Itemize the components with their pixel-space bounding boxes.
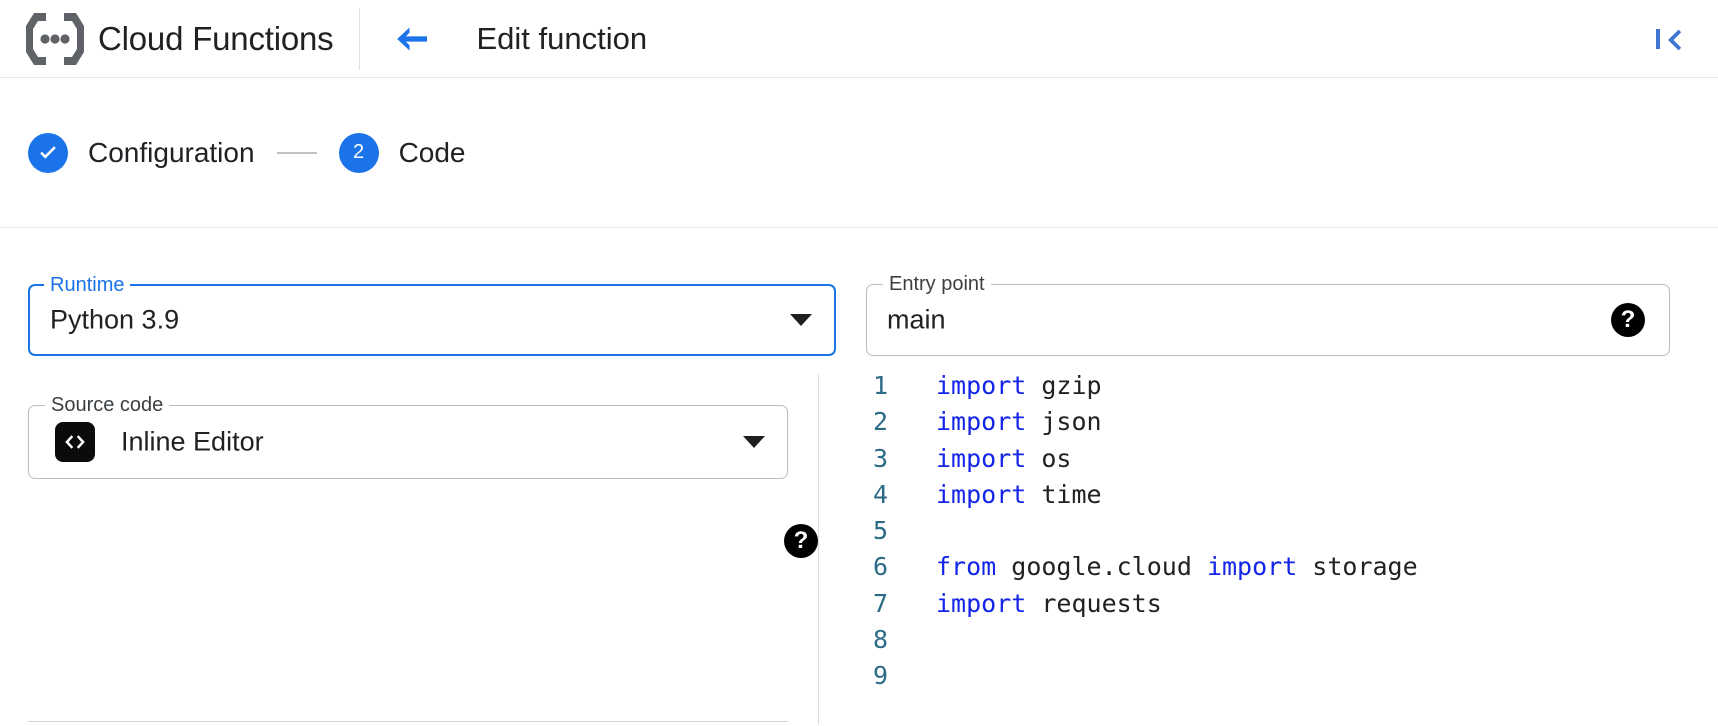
code-keyword: import <box>1206 552 1298 582</box>
line-number: 3 <box>872 443 888 473</box>
code-line: 5 <box>840 513 1718 549</box>
check-icon <box>40 145 56 159</box>
chevron-down-icon[interactable] <box>743 436 765 448</box>
code-identifier: os <box>1026 443 1072 473</box>
body-area: Runtime Python 3.9 ? Entry point main ? … <box>0 228 1718 725</box>
panel-splitter[interactable] <box>818 374 819 725</box>
header-divider <box>359 7 361 70</box>
app-header: Cloud Functions Edit function <box>0 0 1718 78</box>
code-keyword: import <box>936 371 1027 400</box>
code-line-text[interactable]: import gzip <box>936 368 1102 404</box>
code-editor[interactable]: 1 import gzip 2 import json 3 import os 4 impor… <box>840 368 1718 725</box>
code-identifier: storage <box>1297 552 1418 582</box>
line-number: 1 <box>872 371 888 400</box>
code-identifier: time <box>1026 479 1102 509</box>
line-number: 9 <box>872 661 888 691</box>
step-code-badge: 2 <box>338 132 379 173</box>
brand-block[interactable]: Cloud Functions <box>0 0 359 78</box>
code-line: 9 <box>840 658 1718 694</box>
back-button[interactable] <box>386 13 438 65</box>
code-keyword: import <box>936 443 1027 473</box>
code-line: 2 import json <box>840 404 1718 440</box>
code-line-text[interactable]: from google.cloud import storage <box>936 549 1418 585</box>
code-identifier: requests <box>1026 588 1162 618</box>
line-number: 2 <box>872 407 888 437</box>
page-title: Edit function <box>476 20 648 56</box>
code-keyword: import <box>936 588 1027 618</box>
runtime-help-icon[interactable]: ? <box>784 524 818 558</box>
entry-point-field[interactable]: Entry point main ? <box>866 273 1670 356</box>
step-code[interactable]: 2 Code <box>338 132 466 173</box>
code-line: 8 <box>840 622 1718 658</box>
arrow-left-icon <box>397 27 428 50</box>
code-line: 3 import os <box>840 441 1718 477</box>
code-line-text[interactable]: import requests <box>936 586 1162 622</box>
code-identifier: gzip <box>1026 371 1102 400</box>
code-line: 1 import gzip <box>840 368 1718 404</box>
brand-title: Cloud Functions <box>98 19 334 57</box>
code-brackets-glyph <box>65 435 85 449</box>
code-line: 6 from google.cloud import storage <box>840 549 1718 585</box>
cloud-functions-logo-icon <box>26 12 84 65</box>
line-number: 7 <box>872 588 888 618</box>
line-number: 5 <box>872 516 888 546</box>
step-configuration-badge <box>28 132 68 173</box>
code-line-text[interactable]: import json <box>936 404 1102 440</box>
step-code-label: Code <box>398 136 466 168</box>
code-line: 7 import requests <box>840 586 1718 622</box>
source-code-value: Inline Editor <box>121 426 264 457</box>
line-number: 8 <box>872 625 888 655</box>
runtime-select[interactable]: Runtime Python 3.9 <box>28 274 836 356</box>
code-line-text[interactable]: import os <box>936 441 1071 477</box>
wizard-stepper: Configuration 2 Code <box>0 78 1718 228</box>
runtime-label: Runtime <box>44 274 131 297</box>
code-keyword: import <box>936 407 1027 437</box>
code-keyword: import <box>936 479 1027 509</box>
code-identifier: json <box>1026 407 1102 437</box>
code-brackets-icon <box>55 422 95 462</box>
entry-point-value[interactable]: main <box>887 304 946 335</box>
code-keyword: from <box>936 552 997 582</box>
entry-point-help-icon[interactable]: ? <box>1611 303 1645 337</box>
collapse-panel-button[interactable] <box>1642 12 1696 66</box>
line-number: 4 <box>872 479 888 509</box>
line-number: 6 <box>872 552 888 582</box>
source-code-label: Source code <box>45 394 170 417</box>
code-identifier: google.cloud <box>996 552 1207 582</box>
file-panel-divider <box>28 721 788 722</box>
code-line-text[interactable]: import time <box>936 477 1102 513</box>
runtime-value: Python 3.9 <box>50 304 180 335</box>
source-code-select[interactable]: Source code Inline Editor <box>28 394 788 479</box>
entry-point-label: Entry point <box>883 273 991 296</box>
code-line: 4 import time <box>840 477 1718 513</box>
step-connector <box>276 151 317 154</box>
chevron-down-icon[interactable] <box>790 314 812 326</box>
step-configuration[interactable]: Configuration <box>28 132 255 173</box>
collapse-panel-left-icon <box>1656 28 1682 50</box>
step-configuration-label: Configuration <box>88 136 255 168</box>
